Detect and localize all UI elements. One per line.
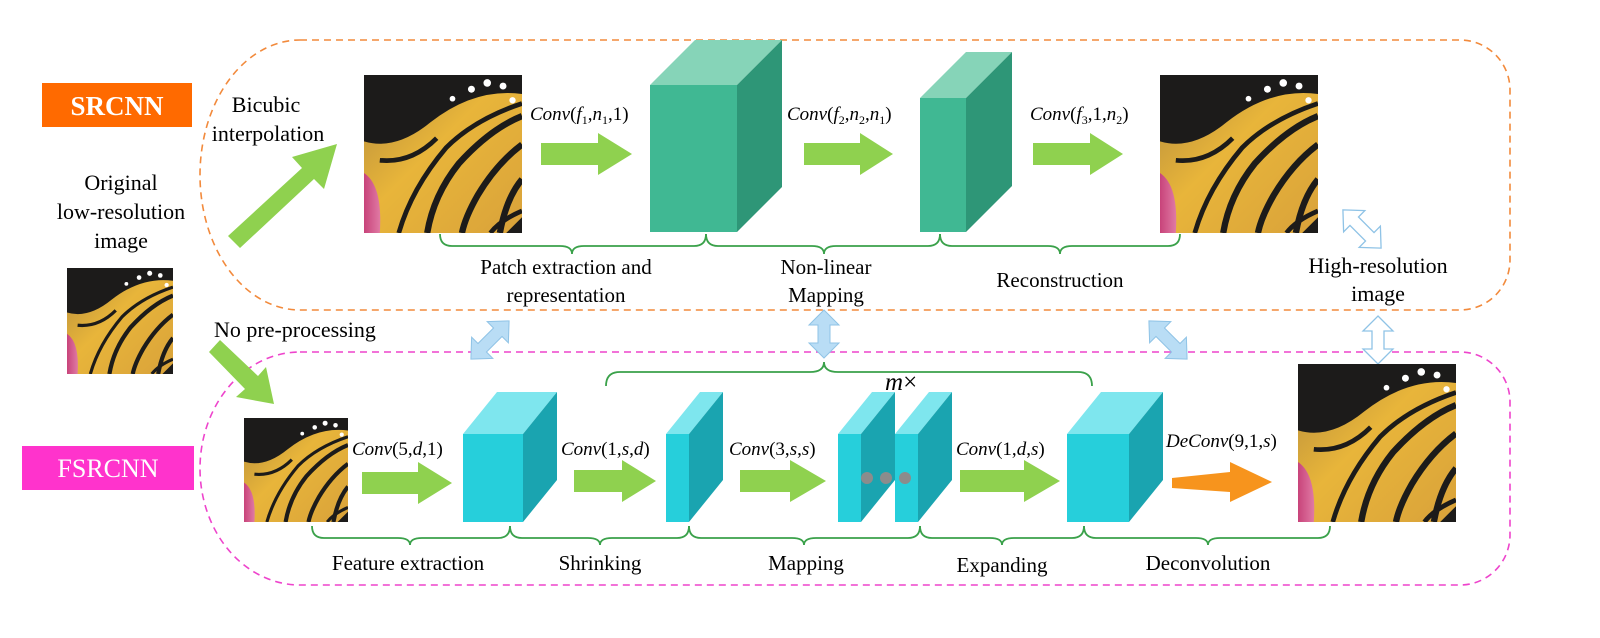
fsrcnn-stage-expanding: Expanding (957, 553, 1048, 577)
compare-arrow-hr-lower (1361, 315, 1395, 365)
compare-arrow-reconstruction (1148, 320, 1188, 360)
srcnn-arrow-2 (804, 133, 893, 175)
srcnn-conv2-label: Conv(f2,n2,n1) (787, 104, 892, 127)
srcnn-stage-nonlinear-line2: Mapping (788, 283, 864, 307)
srcnn-arrow-3 (1033, 133, 1123, 175)
hr-label-line2: image (1351, 281, 1405, 306)
srcnn-stage-reconstruction: Reconstruction (996, 268, 1124, 292)
input-label-line2: low-resolution (57, 199, 185, 224)
srcnn-brace-reconstruction (939, 233, 1181, 255)
fsrcnn-container (199, 351, 1511, 586)
input-lowres-image (67, 268, 173, 374)
repeat-label: m× (885, 369, 917, 396)
fsrcnn-stage-shrinking: Shrinking (559, 551, 642, 575)
input-label-line3: image (94, 228, 148, 253)
fsrcnn-conv2-label: Conv(1,s,d) (561, 439, 650, 460)
srcnn-interpolated-image (364, 75, 522, 233)
srcnn-cube-2 (920, 52, 1012, 232)
no-preprocessing-label: No pre-processing (214, 317, 376, 342)
srcnn-stage-patch-line2: representation (507, 283, 626, 307)
fsrcnn-cube-map-1 (838, 392, 895, 522)
fsrcnn-cube-map-2 (895, 392, 952, 522)
srcnn-brace-nonlinear (705, 233, 941, 255)
bicubic-arrow (228, 144, 337, 248)
compare-arrow-mapping (807, 309, 841, 359)
srcnn-stage-patch-line1: Patch extraction and (480, 255, 652, 279)
bicubic-label-line1: Bicubic (232, 92, 301, 117)
fsrcnn-cube-expand (1067, 392, 1163, 522)
srcnn-output-image (1160, 75, 1318, 233)
bicubic-label-line2: interpolation (212, 121, 324, 146)
fsrcnn-conv4-label: Conv(1,d,s) (956, 439, 1045, 460)
fsrcnn-arrow-2 (574, 460, 656, 502)
fsrcnn-brace-shrink (509, 525, 690, 546)
fsrcnn-arrow-1 (362, 462, 452, 504)
srcnn-conv1-label: Conv(f1,n1,1) (530, 104, 629, 127)
input-label-line1: Original (84, 170, 157, 195)
srcnn-brace-patch (439, 233, 707, 255)
fsrcnn-mapping-ellipsis (861, 472, 911, 484)
fsrcnn-stage-feature: Feature extraction (332, 551, 485, 575)
hr-label-line1: High-resolution (1308, 253, 1447, 278)
srcnn-arrow-1 (541, 133, 632, 175)
fsrcnn-brace-mapping (688, 525, 921, 546)
fsrcnn-badge: FSRCNN (57, 454, 158, 483)
fsrcnn-brace-expand (919, 525, 1085, 546)
fsrcnn-brace-deconv (1083, 525, 1331, 546)
srcnn-container (199, 39, 1511, 311)
fsrcnn-deconv-arrow (1172, 462, 1272, 502)
fsrcnn-conv1-label: Conv(5,d,1) (352, 439, 443, 460)
fsrcnn-brace-feature (311, 525, 511, 546)
srcnn-conv3-label: Conv(f3,1,n2) (1030, 104, 1129, 127)
repeat-brace (605, 361, 1093, 387)
compare-arrow-hr-upper (1342, 209, 1382, 249)
srcnn-badge-box (42, 83, 192, 127)
no-preprocessing-arrow (209, 340, 274, 404)
fsrcnn-stage-mapping: Mapping (768, 551, 844, 575)
fsrcnn-cube-feature (463, 392, 557, 522)
fsrcnn-arrow-3 (740, 460, 826, 502)
compare-arrow-patch (470, 320, 510, 360)
srcnn-cube-1 (650, 40, 782, 232)
fsrcnn-badge-box (22, 446, 194, 490)
srcnn-stage-nonlinear-line1: Non-linear (781, 255, 872, 279)
srcnn-badge: SRCNN (70, 91, 164, 121)
fsrcnn-conv3-label: Conv(3,s,s) (729, 439, 816, 460)
fsrcnn-arrow-4 (960, 460, 1060, 502)
fsrcnn-cube-shrink (666, 392, 723, 522)
fsrcnn-deconv-label: DeConv(9,1,s) (1165, 431, 1277, 452)
fsrcnn-output-image (1298, 364, 1456, 522)
fsrcnn-input-image (244, 418, 348, 522)
fsrcnn-stage-deconvolution: Deconvolution (1146, 551, 1271, 575)
